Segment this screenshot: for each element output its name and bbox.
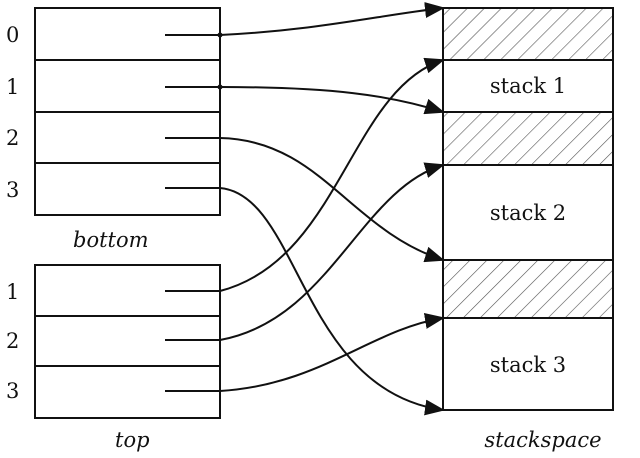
top-index-2: 2 (6, 329, 19, 353)
top-index-1: 1 (6, 280, 19, 304)
arrow-bottom-3 (165, 187, 445, 416)
top-label: top (115, 428, 150, 452)
arrow-top-3 (165, 313, 445, 392)
free-space-3 (443, 260, 613, 318)
arrow-bottom-2 (165, 137, 445, 263)
top-array: 1 2 3 top (6, 264, 221, 452)
stackspace: stack 1 stack 2 stack 3 stackspace (442, 7, 614, 452)
free-space-2 (443, 112, 613, 165)
free-space-1 (443, 8, 613, 60)
arrow-top-2 (165, 162, 445, 341)
stackspace-label: stackspace (484, 428, 601, 452)
bottom-index-3: 3 (6, 178, 19, 202)
stack-3-label: stack 3 (490, 353, 566, 377)
top-index-3: 3 (6, 379, 19, 403)
arrow-top-1 (165, 57, 445, 292)
bottom-index-0: 0 (6, 23, 19, 47)
pointer-dots (217, 32, 223, 90)
stack-1-label: stack 1 (490, 74, 566, 98)
arrow-bottom-0 (165, 2, 445, 36)
bottom-index-2: 2 (6, 126, 19, 150)
bottom-label: bottom (73, 228, 149, 252)
bottom-array: 0 1 2 3 bottom (6, 7, 221, 252)
bottom-index-1: 1 (6, 75, 19, 99)
arrow-bottom-1 (165, 86, 445, 115)
stack-2-label: stack 2 (490, 201, 566, 225)
pointer-arrows (165, 2, 445, 416)
